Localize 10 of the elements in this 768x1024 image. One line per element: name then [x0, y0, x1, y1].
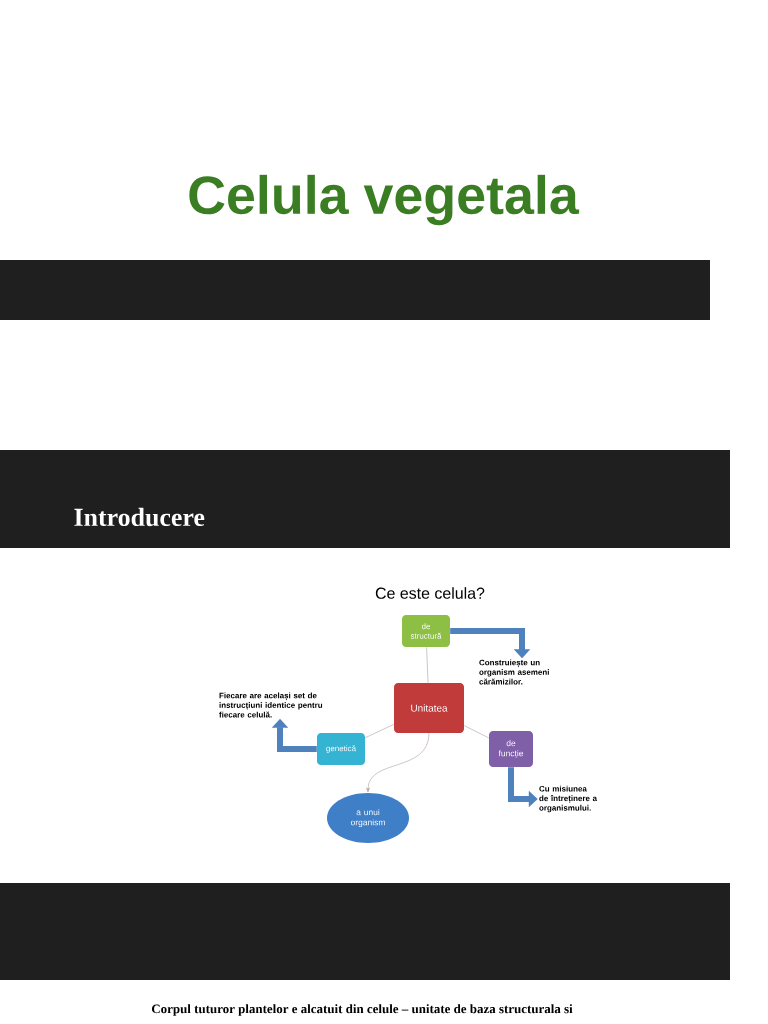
connector-line [364, 724, 395, 739]
connector-line [426, 646, 429, 684]
diagram-heading: Ce este celula? [375, 587, 485, 599]
body-text: Corpul tuturor plantelor e alcatuit din celule – unitate de baza structurala si [151, 1004, 573, 1016]
title: Celula vegetala [189, 174, 580, 226]
arrow [366, 732, 430, 793]
connector-line [463, 725, 490, 739]
concept-box: de funcție [489, 731, 533, 767]
heading: Introducere [74, 507, 205, 527]
center-box: Unitatea [394, 683, 464, 733]
